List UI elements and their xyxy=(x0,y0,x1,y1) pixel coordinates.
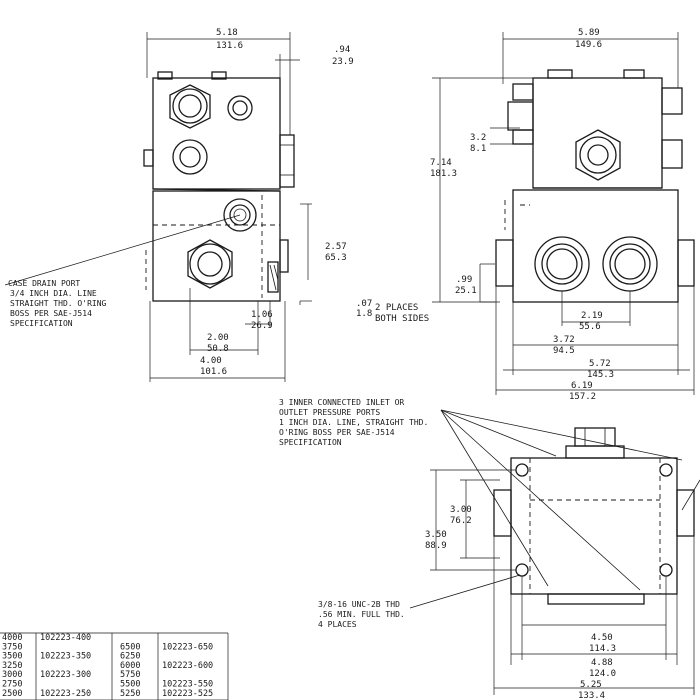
dim-d18-mm: 124.0 xyxy=(589,669,616,679)
thd-line-3: 4 PLACES xyxy=(318,620,357,629)
case-drain-line-4: BOSS PER SAE-J514 xyxy=(10,309,92,318)
dim-d20-mm: 1.8 xyxy=(356,309,372,319)
dim-d19-mm: 133.4 xyxy=(578,691,605,700)
table-cell: 102223-525 xyxy=(162,689,213,699)
table-cell: 3500 xyxy=(2,652,22,662)
table-cell: 102223-250 xyxy=(40,689,91,699)
table-cell: 102223-400 xyxy=(40,633,91,643)
table-cell: 3250 xyxy=(2,661,22,671)
dim-d2-in: .94 xyxy=(334,45,350,55)
front-dimensions: 5.18 131.6 .94 23.9 2.57 65.3 1.06 26.9 … xyxy=(4,28,429,382)
dim-d6-mm: 65.3 xyxy=(325,253,347,263)
table-cell: 102223-350 xyxy=(40,652,91,662)
dim-d14-mm: 157.2 xyxy=(569,392,596,402)
dim-d1-mm: 131.6 xyxy=(216,41,243,51)
dim-d4-mm: 8.1 xyxy=(470,144,486,154)
note-two-places-2: BOTH SIDES xyxy=(375,314,429,324)
dim-d10-in: 4.00 xyxy=(200,356,222,366)
dim-d11-mm: 55.6 xyxy=(579,322,601,332)
dim-d13-mm: 145.3 xyxy=(587,370,614,380)
bottom-dimensions: 3.00 76.2 3.50 88.9 4.50 114.3 4.88 124.… xyxy=(425,469,695,700)
dim-d18-in: 4.88 xyxy=(591,658,613,668)
table-cell: 6500 xyxy=(120,642,140,652)
side-view xyxy=(495,69,695,303)
inner-ports-line-3: 1 INCH DIA. LINE, STRAIGHT THD. xyxy=(279,418,428,427)
table-cell: 6000 xyxy=(120,661,140,671)
table-cell: 5500 xyxy=(120,680,140,690)
dim-d16-in: 3.50 xyxy=(425,530,447,540)
front-view xyxy=(143,71,295,302)
dim-d17-in: 4.50 xyxy=(591,633,613,643)
bottom-view xyxy=(409,409,700,609)
case-drain-line-5: SPECIFICATION xyxy=(10,319,73,328)
table-cell: 102223-550 xyxy=(162,680,213,690)
case-drain-line-2: 3/4 INCH DIA. LINE xyxy=(10,289,97,298)
dim-d15-mm: 76.2 xyxy=(450,516,472,526)
dim-d7-in: .99 xyxy=(456,275,472,285)
thread-note: 3/8-16 UNC-2B THD .56 MIN. FULL THD. 4 P… xyxy=(318,600,405,629)
dim-d1-in: 5.18 xyxy=(216,28,238,38)
dim-d7-mm: 25.1 xyxy=(455,286,477,296)
side-dimensions: 5.89 149.6 3.2 8.1 7.14 181.3 .99 25.1 2… xyxy=(430,28,695,402)
inner-ports-line-5: SPECIFICATION xyxy=(279,438,342,447)
dim-d17-mm: 114.3 xyxy=(589,644,616,654)
dim-d14-in: 6.19 xyxy=(571,381,593,391)
table-cell: 3000 xyxy=(2,670,22,680)
thd-line-1: 3/8-16 UNC-2B THD xyxy=(318,600,400,609)
inner-ports-note: 3 INNER CONNECTED INLET OR OUTLET PRESSU… xyxy=(279,398,428,447)
dim-d15-in: 3.00 xyxy=(450,505,472,515)
dim-d3-in: 5.89 xyxy=(578,28,600,38)
table-cell: 102223-650 xyxy=(162,642,213,652)
dim-d5-in: 7.14 xyxy=(430,158,452,168)
inner-ports-line-4: O'RING BOSS PER SAE-J514 xyxy=(279,428,395,437)
inner-ports-line-1: 3 INNER CONNECTED INLET OR xyxy=(279,398,404,407)
dim-d12-in: 3.72 xyxy=(553,335,575,345)
inner-ports-line-2: OUTLET PRESSURE PORTS xyxy=(279,408,380,417)
dim-d19-in: 5.25 xyxy=(580,680,602,690)
dim-d12-mm: 94.5 xyxy=(553,346,575,356)
dim-d9-mm: 50.8 xyxy=(207,344,229,354)
table-cell: 4000 xyxy=(2,633,22,643)
case-drain-note: CASE DRAIN PORT 3/4 INCH DIA. LINE STRAI… xyxy=(8,279,107,328)
table-cell: 102223-600 xyxy=(162,661,213,671)
case-drain-line-3: STRAIGHT THD. O'RING xyxy=(10,299,107,308)
table-cell: 102223-300 xyxy=(40,670,91,680)
part-number-table: 4000 102223-400 3750 6500 102223-650 3500 1022… xyxy=(0,632,229,700)
table-cell: 6250 xyxy=(120,652,140,662)
table-cell: 2500 xyxy=(2,689,22,699)
table-cell: 3750 xyxy=(2,642,22,652)
case-drain-line-1: CASE DRAIN PORT xyxy=(8,279,80,288)
dim-d6-in: 2.57 xyxy=(325,242,347,252)
dim-d2-mm: 23.9 xyxy=(332,57,354,67)
dim-d16-mm: 88.9 xyxy=(425,541,447,551)
dim-d11-in: 2.19 xyxy=(581,311,603,321)
dim-d8-in: 1.06 xyxy=(251,310,273,320)
dim-d8-mm: 26.9 xyxy=(251,321,273,331)
table-cell: 2750 xyxy=(2,680,22,690)
table-cell: 5750 xyxy=(120,670,140,680)
dim-d3-mm: 149.6 xyxy=(575,40,602,50)
dim-d10-mm: 101.6 xyxy=(200,367,227,377)
note-two-places-1: 2 PLACES xyxy=(375,303,418,313)
thd-line-2: .56 MIN. FULL THD. xyxy=(318,610,405,619)
dim-d9-in: 2.00 xyxy=(207,333,229,343)
dim-d5-mm: 181.3 xyxy=(430,169,457,179)
dim-d4-in: 3.2 xyxy=(470,133,486,143)
dim-d13-in: 5.72 xyxy=(589,359,611,369)
table-cell: 5250 xyxy=(120,689,140,699)
dim-d20-in: .07 xyxy=(356,299,372,309)
